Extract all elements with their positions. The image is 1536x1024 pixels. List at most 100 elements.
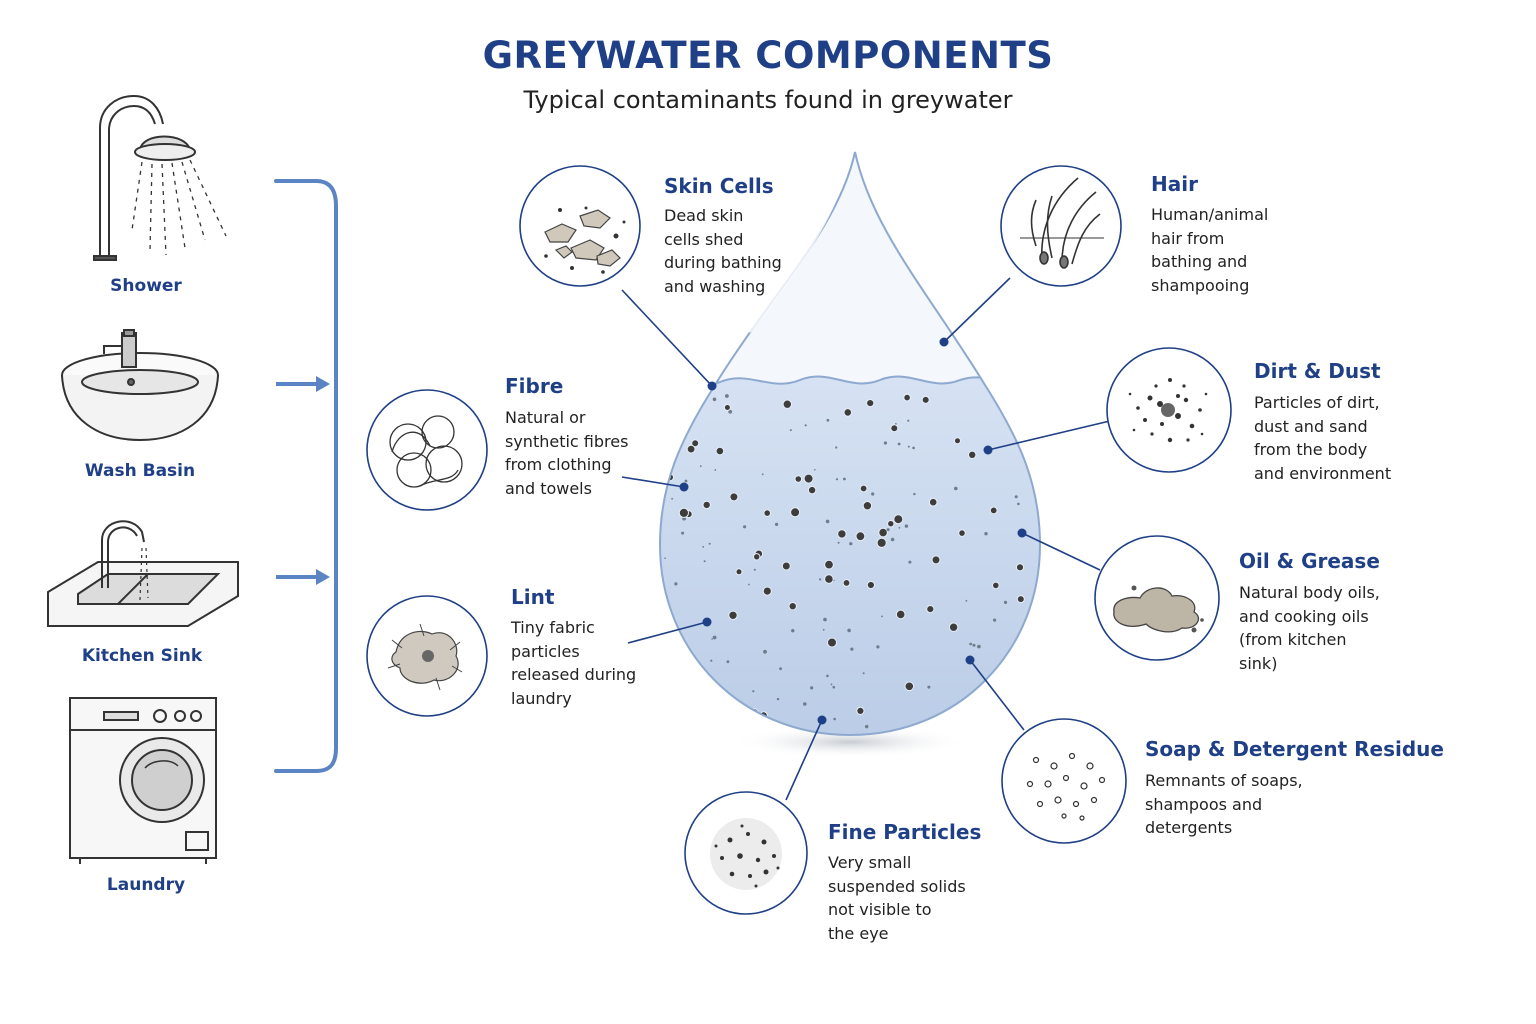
particle-dot bbox=[699, 465, 702, 467]
connector-dirt-dust bbox=[987, 419, 1115, 451]
particle-dot bbox=[913, 492, 916, 496]
particle-dot bbox=[931, 555, 941, 565]
particle-dot bbox=[763, 649, 767, 654]
particle-dot bbox=[907, 419, 910, 422]
particle-dot bbox=[865, 724, 869, 729]
fine-particles-description: Very small suspended solids not visible … bbox=[828, 853, 966, 943]
particle-dot bbox=[856, 706, 865, 716]
particle-dot bbox=[970, 723, 973, 726]
hair-title: Hair bbox=[1151, 172, 1198, 196]
particle-dot bbox=[835, 478, 839, 481]
particle-dot bbox=[790, 507, 801, 518]
particle-dot bbox=[753, 553, 761, 561]
particle-dot bbox=[1019, 690, 1028, 699]
particle-dot bbox=[835, 446, 838, 449]
particle-dot bbox=[672, 445, 676, 449]
particle-dot bbox=[794, 475, 803, 483]
particle-dot bbox=[904, 524, 909, 528]
connector-dot bbox=[679, 482, 689, 492]
particle-dot bbox=[921, 395, 930, 404]
particle-dot bbox=[833, 717, 836, 721]
particle-dot bbox=[674, 582, 678, 586]
soap-detergent-title: Soap & Detergent Residue bbox=[1145, 737, 1444, 761]
particle-dot bbox=[965, 599, 968, 602]
particle-dot bbox=[702, 500, 711, 510]
particle-dot bbox=[1022, 392, 1032, 402]
fibre-icon bbox=[389, 415, 463, 488]
particle-dot bbox=[684, 479, 688, 483]
particle-dot bbox=[819, 578, 822, 581]
particle-dot bbox=[1006, 681, 1010, 685]
particle-dot bbox=[810, 686, 814, 690]
particle-dot bbox=[876, 645, 880, 649]
particle-dot bbox=[725, 394, 729, 398]
particle-dot bbox=[862, 672, 865, 675]
particle-dot bbox=[823, 617, 827, 622]
connector-lint bbox=[627, 621, 708, 644]
particle-dot bbox=[804, 424, 807, 427]
particle-dot bbox=[714, 469, 717, 471]
drop-shadow bbox=[730, 726, 970, 758]
fibre-description: Natural or synthetic fibres from clothin… bbox=[505, 408, 629, 498]
particle-dot bbox=[807, 485, 817, 495]
particle-dot bbox=[1015, 563, 1025, 572]
particle-dot bbox=[886, 528, 890, 532]
particle-dot bbox=[887, 520, 895, 528]
particle-dot bbox=[678, 507, 690, 519]
particle-dot bbox=[686, 444, 696, 454]
skin-cells-description: Dead skin cells shed during bathing and … bbox=[664, 206, 782, 296]
particle-dot bbox=[972, 643, 976, 647]
particle-dot bbox=[948, 622, 959, 632]
shower-icon bbox=[93, 94, 227, 261]
skin-cells-title: Skin Cells bbox=[664, 174, 774, 198]
connector-hair bbox=[943, 277, 1011, 343]
particle-dot bbox=[791, 629, 795, 633]
particle-dot bbox=[723, 404, 731, 411]
particle-dot bbox=[826, 674, 829, 678]
particle-dot bbox=[912, 446, 915, 450]
oil-grease-title: Oil & Grease bbox=[1239, 549, 1380, 573]
particle-dot bbox=[908, 560, 912, 564]
connector-dot bbox=[965, 655, 975, 665]
connector-skin-cells bbox=[621, 289, 713, 387]
connector-dot bbox=[983, 445, 993, 455]
particle-dot bbox=[703, 560, 706, 563]
particle-dot bbox=[958, 529, 966, 537]
particle-dot bbox=[1012, 391, 1021, 400]
fibre-title: Fibre bbox=[505, 374, 564, 398]
oil-grease-icon bbox=[1113, 585, 1204, 633]
particle-dot bbox=[893, 514, 904, 525]
particle-dot bbox=[866, 580, 876, 590]
source-label-shower: Shower bbox=[110, 276, 182, 296]
particle-dot bbox=[862, 501, 873, 511]
skin-cells-icon bbox=[544, 206, 626, 274]
particle-dot bbox=[824, 559, 834, 570]
particle-dot bbox=[728, 409, 733, 414]
particle-dot bbox=[907, 445, 910, 448]
particle-dot bbox=[928, 497, 938, 507]
particle-dot bbox=[968, 450, 977, 459]
dirt-dust-icon bbox=[1128, 378, 1208, 443]
particle-dot bbox=[843, 477, 846, 481]
particle-dot bbox=[762, 586, 772, 596]
particle-dot bbox=[890, 424, 899, 433]
particle-dot bbox=[890, 537, 895, 542]
particle-dot bbox=[710, 659, 713, 662]
particle-dot bbox=[735, 568, 743, 576]
particle-dot bbox=[680, 657, 682, 660]
particle-dot bbox=[726, 724, 730, 727]
soap-detergent-description: Remnants of soaps, shampoos and detergen… bbox=[1145, 771, 1303, 837]
particle-dot bbox=[708, 542, 711, 545]
particle-dot bbox=[881, 615, 883, 618]
particle-dot bbox=[850, 647, 854, 651]
particle-dot bbox=[989, 506, 998, 515]
sources-bracket bbox=[274, 179, 338, 773]
particle-dot bbox=[824, 574, 834, 584]
particle-dot bbox=[702, 546, 705, 548]
particle-dot bbox=[847, 628, 851, 633]
particle-dot bbox=[743, 525, 747, 529]
particle-dot bbox=[992, 581, 1000, 590]
particle-dot bbox=[878, 527, 888, 538]
kitchen-sink-icon bbox=[47, 520, 239, 627]
oil-grease-description: Natural body oils, and cooking oils (fro… bbox=[1239, 583, 1380, 673]
